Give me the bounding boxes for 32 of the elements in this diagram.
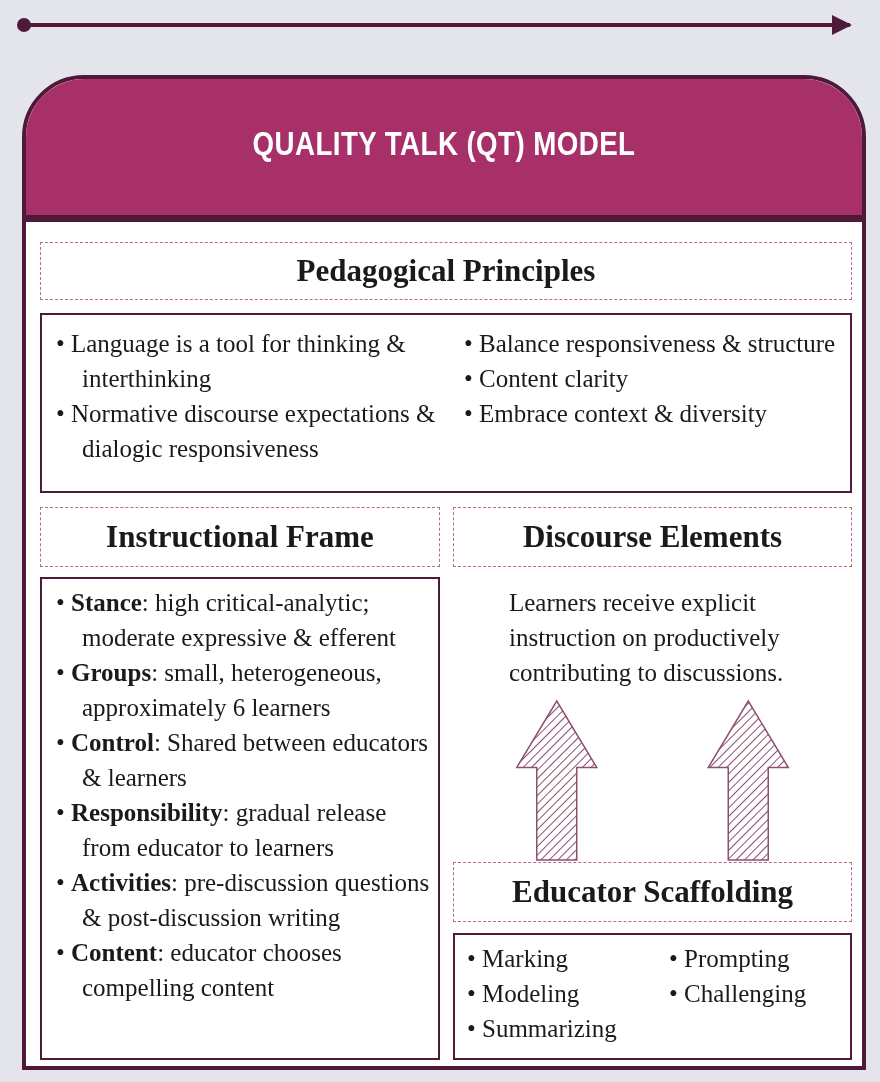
- content-box: [453, 933, 852, 1060]
- bullet-item: • Language is a tool for thinking & interthinking: [56, 329, 407, 394]
- section-heading: Instructional Frame: [106, 519, 374, 555]
- bullet-item: • Control: Shared between educators & learners: [56, 728, 430, 793]
- section-heading: Pedagogical Principles: [296, 253, 596, 289]
- bullet-item: • Marking: [467, 944, 570, 974]
- model-panel: [22, 75, 866, 1070]
- block-arrow: [706, 699, 790, 861]
- section-heading-box: [40, 507, 440, 567]
- section-heading-box: [453, 507, 852, 567]
- section-heading: Discourse Elements: [522, 519, 783, 555]
- block-arrow: [515, 699, 599, 861]
- bullet-item: • Stance: high critical-analytic; moderate expressive & efferent: [56, 588, 397, 653]
- content-box: [40, 577, 440, 1060]
- content-box: [40, 313, 852, 493]
- bullet-item: • Content clarity: [464, 364, 630, 394]
- bullet-item: • Prompting: [669, 944, 791, 974]
- title: QUALITY TALK (QT) MODEL: [251, 125, 637, 163]
- bullet-item: • Modeling: [467, 979, 581, 1009]
- section-heading-box: [453, 862, 852, 922]
- bullet-item: • Responsibility: gradual release from educator to learners: [56, 798, 388, 863]
- bullet-item: • Normative discourse expectations & dialogic responsiveness: [56, 399, 437, 464]
- section-heading: Educator Scaffolding: [511, 874, 793, 910]
- bullet-item: • Summarizing: [467, 1014, 618, 1044]
- bullet-item: • Content: educator chooses compelling content: [56, 938, 343, 1003]
- description-text: Learners receive explicit instruction on productively contributing to discussions.: [509, 588, 785, 688]
- bullet-item: • Groups: small, heterogeneous, approximately 6 learners: [56, 658, 383, 723]
- bullet-item: • Challenging: [669, 979, 808, 1009]
- bullet-item: • Activities: pre-discussion questions & post-discussion writing: [56, 868, 431, 933]
- bullet-item: • Embrace context & diversity: [464, 399, 769, 429]
- section-heading-box: [40, 242, 852, 300]
- bullet-item: • Balance responsiveness & structure: [464, 329, 837, 359]
